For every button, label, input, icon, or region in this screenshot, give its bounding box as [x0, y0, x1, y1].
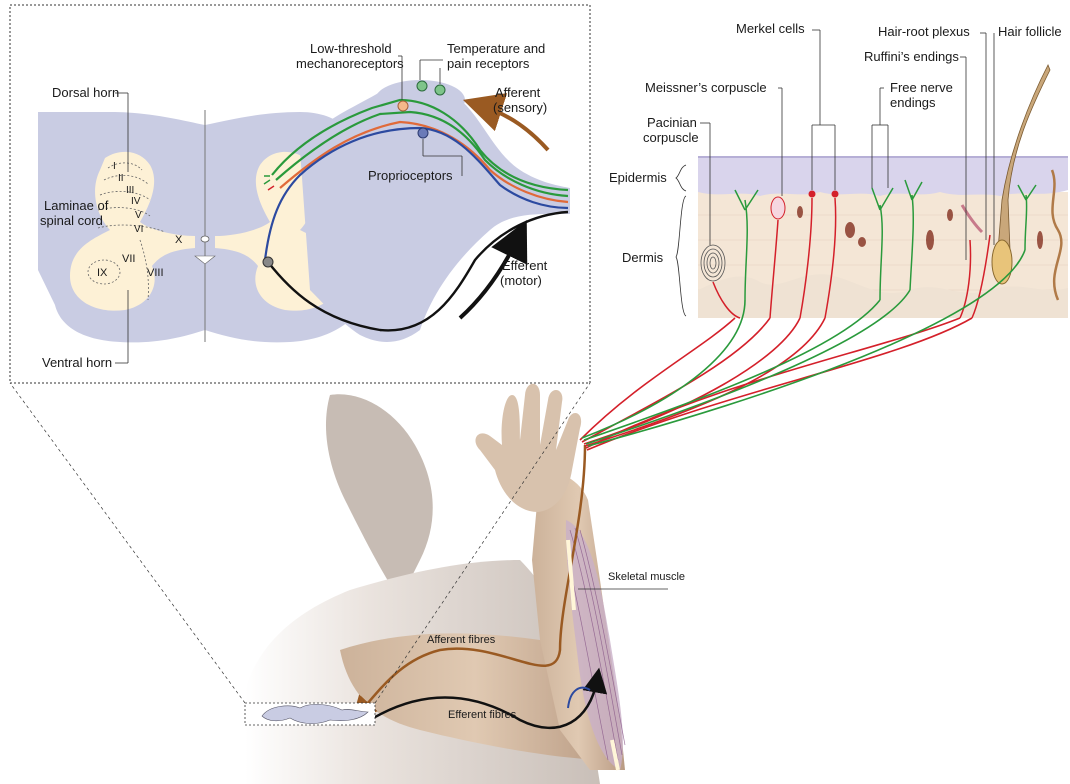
skeletal-muscle-label: Skeletal muscle: [608, 571, 685, 583]
free-nerve-label-1: Free nerve: [890, 80, 953, 95]
head: [326, 394, 433, 600]
temp-pain-cell-1: [417, 81, 427, 91]
ruffini-label: Ruffini’s endings: [864, 49, 959, 64]
laminae-label-line2: spinal cord: [40, 213, 103, 228]
afferent-label-1: Afferent: [495, 85, 541, 100]
hair-follicle: [992, 240, 1012, 284]
efferent-label-1: Efferent: [502, 258, 548, 273]
merkel-cells-label: Merkel cells: [736, 21, 805, 36]
efferent-label-2: (motor): [500, 273, 542, 288]
lamina-x: X: [175, 234, 183, 246]
epidermis-label: Epidermis: [609, 170, 667, 185]
temp-pain-cell-2: [435, 85, 445, 95]
laminae-label-line1: Laminae of: [44, 198, 109, 213]
lamina-ix: IX: [97, 267, 108, 279]
lamina-vi: VI: [134, 224, 143, 235]
afferent-fibres-label: Afferent fibres: [427, 634, 496, 646]
pacinian-label-2: corpuscle: [643, 130, 699, 145]
afferent-label-2: (sensory): [493, 100, 547, 115]
temp-pain-label-1: Temperature and: [447, 41, 545, 56]
merkel-cell-2: [832, 191, 839, 198]
lamina-i: I: [113, 161, 116, 172]
lamina-ii: II: [118, 173, 124, 184]
lamina-vii: VII: [122, 253, 135, 265]
temp-pain-label-2: pain receptors: [447, 56, 530, 71]
skin-inset: Epidermis Dermis Merkel cells Meissner’s…: [609, 21, 1068, 318]
motor-neuron: [263, 257, 273, 267]
dorsal-horn-label: Dorsal horn: [52, 85, 119, 100]
lamina-v: V: [135, 210, 142, 221]
low-threshold-label-1: Low-threshold: [310, 41, 392, 56]
small-cord-section: [245, 703, 375, 725]
proprioceptors-label: Proprioceptors: [368, 168, 453, 183]
meissner-label: Meissner’s corpuscle: [645, 80, 767, 95]
low-threshold-label-2: mechanoreceptors: [296, 56, 404, 71]
lamina-iv: IV: [131, 196, 141, 207]
hair-root-plexus-label: Hair-root plexus: [878, 24, 970, 39]
central-canal: [201, 236, 209, 242]
ventral-horn-label: Ventral horn: [42, 355, 112, 370]
lamina-iii: III: [126, 185, 134, 196]
dermis-label: Dermis: [622, 250, 664, 265]
mechanoreceptor-cell: [398, 101, 408, 111]
pacinian-label-1: Pacinian: [647, 115, 697, 130]
hair-follicle-label: Hair follicle: [998, 24, 1062, 39]
merkel-cell-1: [809, 191, 816, 198]
zoom-line-left: [10, 383, 245, 703]
efferent-fibres-label: Efferent fibres: [448, 709, 517, 721]
lamina-viii: VIII: [147, 267, 164, 279]
meissner-corpuscle: [771, 197, 785, 219]
spinal-cord-inset: I II III IV V VI VII VIII IX X Dorsal ho…: [10, 5, 590, 383]
free-nerve-label-2: endings: [890, 95, 936, 110]
proprioceptor-cell: [418, 128, 428, 138]
